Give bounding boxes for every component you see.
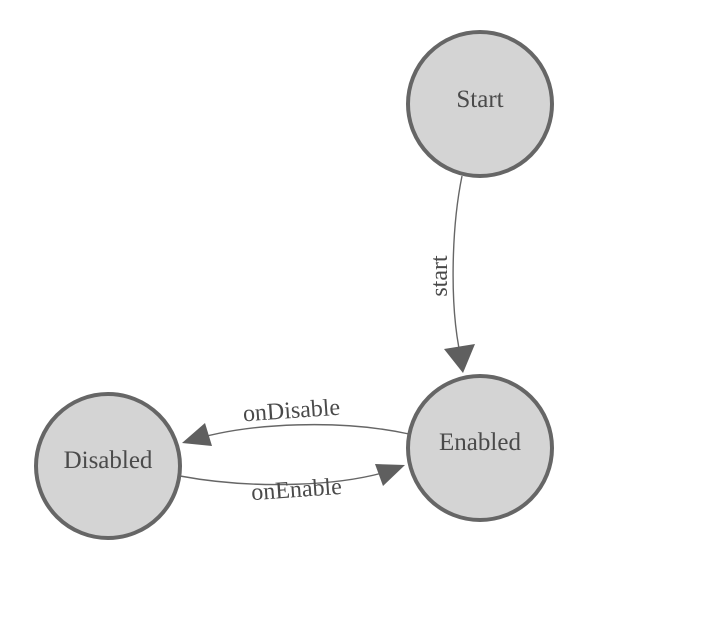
edge-label-on-enable: onEnable (250, 474, 342, 506)
edge-start-to-enabled[interactable] (452, 175, 464, 367)
edge-disabled-to-enabled[interactable] (179, 466, 402, 486)
state-node-start-label: Start (456, 86, 503, 113)
state-node-enabled: Enabled (406, 374, 554, 522)
arrowhead-icon (182, 423, 212, 446)
state-node-disabled-label: Disabled (64, 447, 153, 474)
edge-label-on-disable: onDisable (242, 395, 341, 428)
state-node-enabled-label: Enabled (439, 429, 521, 456)
transition-enabled-to-disabled: onDisable (182, 395, 410, 446)
transition-start-to-enabled: start (427, 175, 475, 373)
edge-label-start: start (427, 255, 453, 297)
state-node-enabled-circle[interactable] (406, 374, 554, 522)
edge-enabled-to-disabled[interactable] (185, 423, 410, 443)
arrowhead-icon (375, 464, 405, 486)
state-node-disabled: Disabled (34, 392, 182, 540)
state-node-start: Start (406, 30, 554, 178)
state-node-disabled-circle[interactable] (34, 392, 182, 540)
arrowhead-icon (444, 344, 475, 373)
transition-disabled-to-enabled: onEnable (179, 464, 405, 506)
state-node-start-circle[interactable] (406, 30, 554, 178)
